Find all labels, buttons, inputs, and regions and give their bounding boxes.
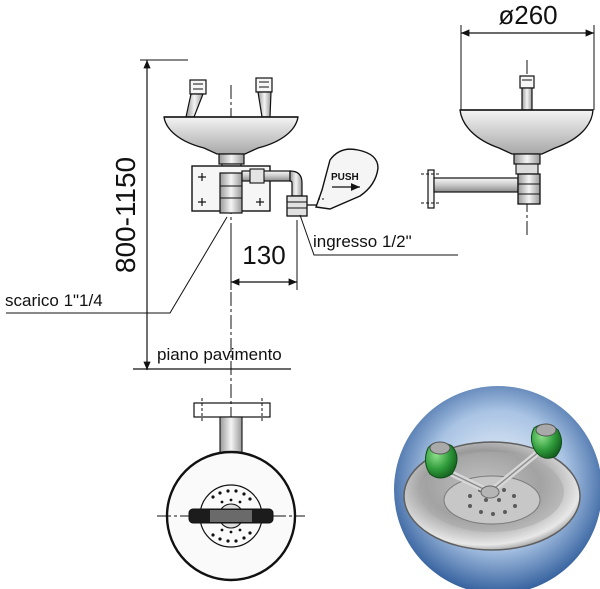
inlet-label: ingresso 1/2"	[313, 232, 412, 251]
bowl	[163, 116, 299, 155]
push-label: PUSH	[331, 172, 359, 183]
side-bowl	[459, 109, 594, 155]
drain-leader-line	[6, 216, 228, 314]
strainer-holes	[211, 489, 252, 543]
left-nozzle	[185, 79, 207, 118]
inlet-leader-line	[299, 214, 458, 256]
side-view: ø260	[421, 0, 595, 235]
drain-pipe	[219, 172, 243, 214]
height-dimension-label: 800-1150	[110, 157, 141, 273]
eyewash-photo	[394, 386, 600, 589]
side-bracket-pipe	[433, 177, 519, 193]
front-view: PUSH 800-1150 piano pavimento scarico 1"…	[5, 59, 458, 580]
drain-label: scarico 1"1/4	[5, 291, 103, 310]
feed-pipe	[241, 170, 291, 182]
projection-dimension-label: 130	[242, 240, 285, 270]
diameter-dimension-label: ø260	[498, 0, 557, 30]
right-nozzle	[255, 77, 273, 118]
push-handle	[315, 148, 379, 210]
floor-label: piano pavimento	[157, 345, 282, 364]
top-view	[157, 398, 305, 582]
valve	[286, 195, 308, 217]
